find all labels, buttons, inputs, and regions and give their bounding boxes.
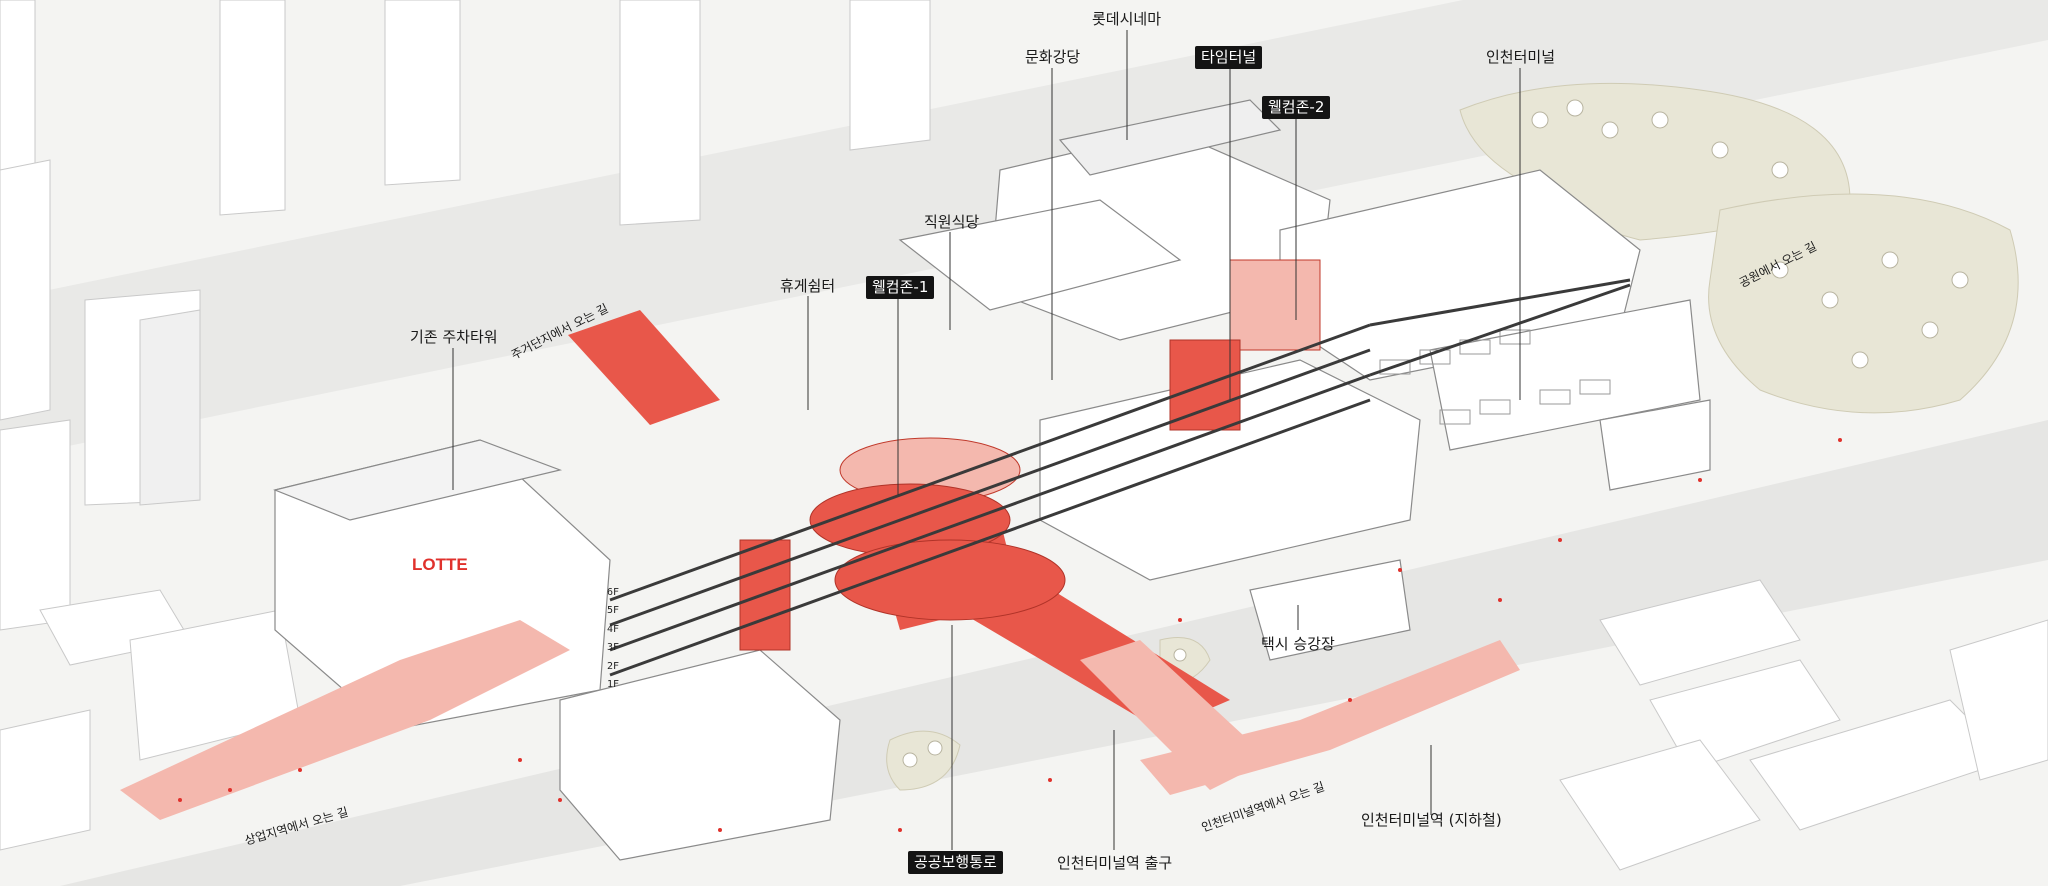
label-terminal: 인천터미널 (1486, 48, 1556, 66)
label-parking-tower: 기존 주차타워 (410, 328, 498, 346)
floor-label-2f: 2F (607, 661, 620, 672)
lotte-brand-text: LOTTE (412, 555, 468, 574)
floor-label-3f: 3F (607, 642, 620, 653)
background-towers (0, 0, 931, 851)
label-culture-hall: 문화강당 (1025, 48, 1081, 66)
leader-lines (452, 30, 1521, 850)
pedestrians (178, 438, 1842, 832)
label-time-tunnel: 타임터널 (1195, 46, 1263, 69)
label-staff-cafeteria: 직원식당 (924, 213, 980, 231)
park-trees (902, 99, 1969, 768)
label-rest-area: 휴게쉼터 (780, 277, 836, 295)
central-atrium (739, 259, 1321, 651)
floor-label-5f: 5F (607, 605, 620, 616)
time-tunnel-bridge (609, 278, 1631, 677)
floor-label-4f: 4F (607, 624, 620, 635)
label-taxi-stand: 택시 승강장 (1261, 635, 1335, 653)
floor-label-1f: 1F (607, 679, 620, 690)
main-complex (273, 99, 1711, 861)
label-station-exit: 인천터미널역 출구 (1057, 854, 1173, 872)
parking-lots (1379, 329, 1611, 425)
label-lotte-cinema: 롯데시네마 (1092, 10, 1162, 28)
label-station-subway: 인천터미널역 (지하철) (1361, 811, 1502, 829)
label-welcome-zone-1: 웰컴존-1 (866, 276, 935, 299)
label-public-walkway: 공공보행통로 (908, 851, 1003, 874)
background-blocks-right (1559, 579, 2048, 871)
floor-label-6f: 6F (607, 587, 620, 598)
lotte-logo: LOTTE (412, 556, 468, 573)
label-welcome-zone-2: 웰컴존-2 (1262, 96, 1331, 119)
